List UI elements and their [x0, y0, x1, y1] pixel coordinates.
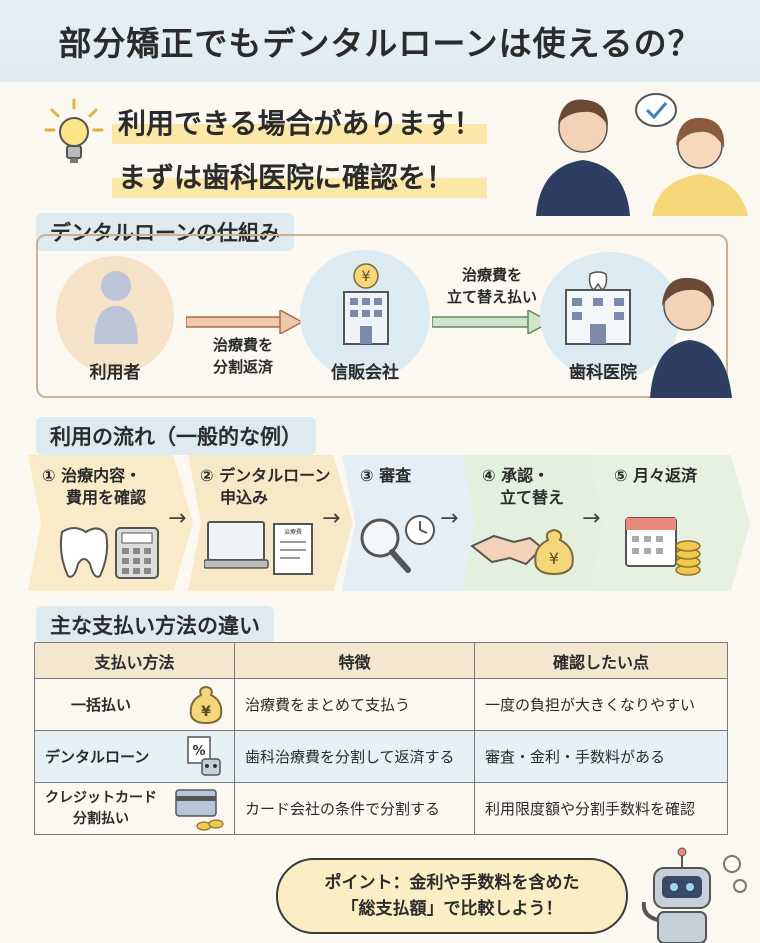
answer-block: 利用できる場合があります！ まずは歯科医院に確認を！ — [112, 100, 488, 198]
method-cell: 一括払い ¥ — [34, 678, 235, 731]
tooth-and-calculator-icon — [59, 527, 159, 579]
step4-line1: ④ 承認・ — [482, 466, 550, 485]
svg-text:%: % — [192, 744, 205, 759]
flow-step-5: ⑤ 月々返済 — [590, 455, 750, 591]
method-cell: クレジットカード 分割払い — [34, 782, 235, 835]
calendar-and-coins-icon — [625, 517, 701, 576]
clinic-label: 歯科医院 — [569, 363, 637, 383]
check-bubble-icon — [635, 93, 677, 127]
column-header: 支払い方法 — [34, 642, 235, 679]
step3-line1: ③ 審査 — [360, 466, 412, 485]
callout-line-2: 「総支払額」で比較しよう！ — [341, 899, 563, 919]
mechanism-box — [36, 234, 728, 398]
feature-cell: 歯科治療費を分割して返済する — [234, 730, 475, 783]
step4-line2: 立て替え — [500, 488, 565, 507]
form-label: 治療費 — [284, 528, 302, 536]
yen-sign: ¥ — [201, 704, 211, 720]
step1-line1: ① 治療内容・ — [42, 466, 142, 485]
lightbulb-icon — [44, 98, 104, 163]
flow-arrow-icon: → — [168, 506, 187, 531]
feature-cell: カード会社の条件で分割する — [234, 782, 475, 835]
loan-company-label: 信販会社 — [331, 363, 399, 383]
check-cell: 一度の負担が大きくなりやすい — [474, 678, 728, 731]
column-header: 確認したい点 — [474, 642, 728, 679]
arrow1-label: 治療費を 分割返済 — [180, 334, 306, 378]
table-row: クレジットカード 分割払い カード会社の条件で分割する 利用限度額や分割手数料を… — [34, 782, 728, 835]
table-row: 一括払い ¥ 治療費をまとめて支払う 一度の負担が大きくなりやすい — [34, 678, 728, 731]
magnifier-and-clock-icon — [360, 515, 435, 573]
mechanism-heading: デンタルローンの仕組み — [36, 213, 294, 251]
method-label-line2: 分割払い — [73, 810, 129, 827]
flow-arrow-icon: → — [322, 506, 341, 531]
callout-line-1: ポイント：金利や手数料を含めた — [324, 873, 580, 893]
handshake-and-money-bag-icon: ¥ — [470, 528, 574, 576]
yen-sign: ¥ — [362, 269, 371, 285]
method-label: デンタルローン — [45, 748, 150, 766]
payment-comparison-table: 支払い方法 特徴 確認したい点 一括払い ¥ 治療費をまとめて支払う 一度の負担… — [34, 642, 728, 835]
step5-line1: ⑤ 月々返済 — [614, 466, 698, 485]
method-label: 一括払い — [71, 696, 132, 714]
step2-line2: 申込み — [220, 488, 269, 507]
payment-heading: 主な支払い方法の違い — [36, 606, 274, 644]
staff-and-patient-illustration — [536, 93, 748, 216]
person-icon — [94, 271, 138, 344]
arrow1-label-line1: 治療費を — [212, 336, 273, 354]
flow-arrow-icon: → — [582, 506, 601, 531]
clinic-building-icon — [565, 271, 631, 345]
yen-sign: ¥ — [549, 549, 559, 568]
user-label: 利用者 — [89, 363, 141, 383]
step2-line1: ② デンタルローン — [200, 466, 331, 485]
column-header: 特徴 — [234, 642, 475, 679]
table-header-row: 支払い方法 特徴 確認したい点 — [34, 642, 728, 679]
method-label: クレジットカード 分割払い — [45, 788, 157, 830]
arrow2-label-line1: 治療費を — [461, 266, 522, 284]
arrow2-label-line2: 立て替え払い — [446, 288, 537, 306]
method-label-line1: クレジットカード — [45, 789, 157, 806]
arrow-right-icon — [432, 310, 550, 334]
arrow2-label: 治療費を 立て替え払い — [432, 264, 552, 308]
arrow-right-icon — [186, 310, 302, 334]
step1-line2: 費用を確認 — [66, 488, 147, 507]
check-cell: 利用限度額や分割手数料を確認 — [474, 782, 728, 835]
dentist-illustration — [650, 277, 732, 398]
answer-line-1: 利用できる場合があります！ — [112, 100, 488, 144]
robot-mascot-icon — [641, 847, 747, 943]
answer-line-2: まずは歯科医院に確認を！ — [112, 154, 488, 198]
percent-and-robot-icon: % — [187, 735, 221, 776]
flow-arrow-icon: → — [440, 506, 459, 531]
method-cell: デンタルローン % — [34, 730, 235, 783]
tooth-icon — [588, 271, 608, 292]
credit-card-and-coins-icon — [175, 788, 224, 831]
title-banner: 部分矯正でもデンタルローンは使えるの？ — [0, 0, 760, 82]
gear-icon — [723, 855, 747, 893]
table-row: デンタルローン % 歯科治療費を分割して返済する 審査・金利・手数料がある — [34, 730, 728, 783]
point-callout: ポイント：金利や手数料を含めた 「総支払額」で比較しよう！ — [276, 858, 628, 934]
arrow1-label-line2: 分割返済 — [212, 358, 273, 376]
feature-cell: 治療費をまとめて支払う — [234, 678, 475, 731]
page-title: 部分矯正でもデンタルローンは使えるの？ — [58, 24, 702, 63]
money-bag-icon: ¥ — [189, 685, 223, 724]
flow-heading: 利用の流れ（一般的な例） — [36, 417, 316, 455]
bank-building-icon: ¥ — [343, 263, 389, 345]
check-cell: 審査・金利・手数料がある — [474, 730, 728, 783]
laptop-and-form-icon: 治療費 — [204, 521, 313, 575]
flow-step-1: ① 治療内容・ 費用を確認 — [28, 455, 193, 591]
